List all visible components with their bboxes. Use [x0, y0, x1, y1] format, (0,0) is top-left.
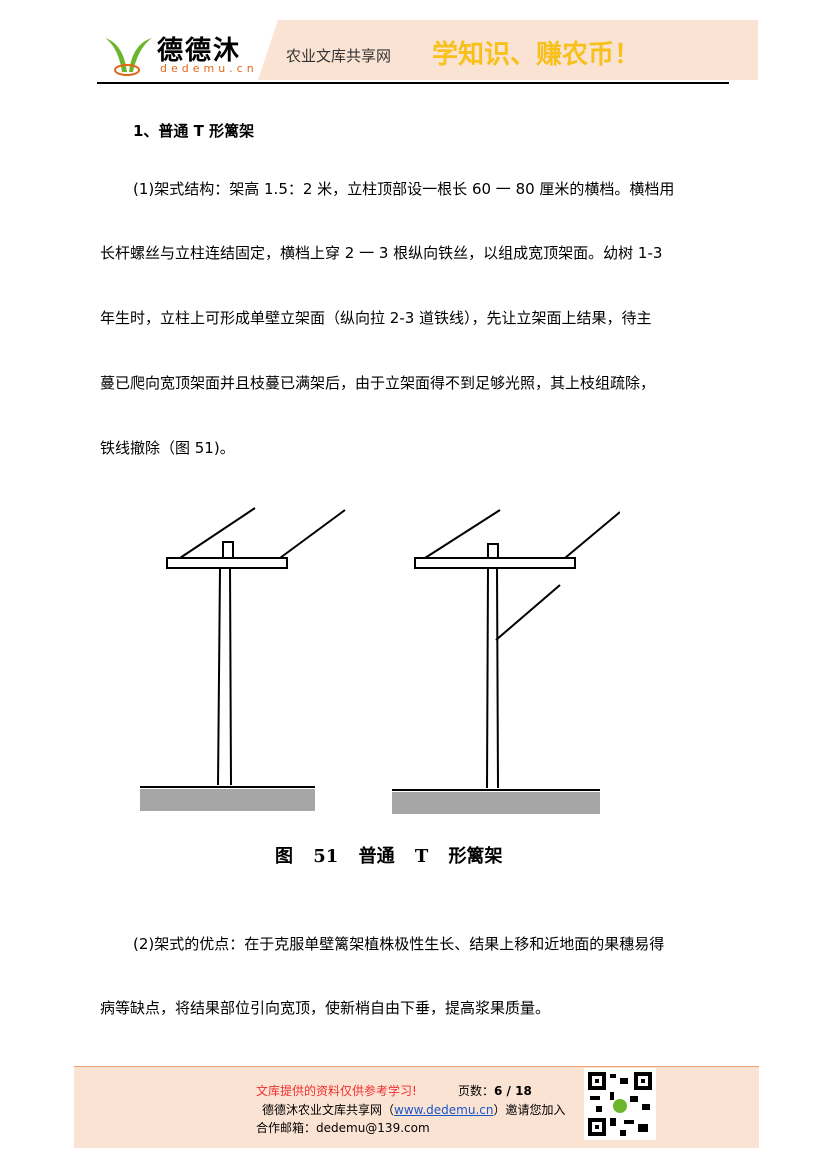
header-band: [258, 20, 758, 80]
logo-icon: [105, 38, 152, 76]
paragraph-line: (1)架式结构：架高 1.5：2 米，立柱顶部设一根长 60 一 80 厘米的横…: [133, 180, 675, 198]
site-link[interactable]: www.dedemu.cn: [394, 1103, 494, 1117]
figure-caption: 图 51 普通 T 形篱架: [275, 846, 503, 867]
slogan: 学知识、赚农币！: [432, 40, 641, 70]
site-name: 农业文库共享网: [286, 47, 392, 65]
header-divider: [97, 82, 729, 84]
footer-invite: 德德沐农业文库共享网（www.dedemu.cn）邀请您加入: [262, 1101, 566, 1118]
footer-email: 合作邮箱：dedemu@139.com: [256, 1121, 430, 1135]
logo-subtext: dedemu.cn: [160, 62, 258, 75]
footer-notice: 文库提供的资料仅供参考学习!: [256, 1084, 417, 1098]
page-indicator: 页数：6 / 18: [458, 1082, 532, 1099]
paragraph-line: 病等缺点，将结果部位引向宽顶，使新梢自由下垂，提高浆果质量。: [100, 999, 551, 1017]
paragraph-line: (2)架式的优点：在于克服单壁篱架植株极性生长、结果上移和近地面的果穗易得: [133, 935, 665, 953]
paragraph-line: 铁线撤除（图 51)。: [100, 439, 235, 457]
paragraph-line: 蔓已爬向宽顶架面并且枝蔓已满架后，由于立架面得不到足够光照，其上枝组疏除，: [100, 374, 656, 392]
invite-post: ）邀请您加入: [493, 1103, 566, 1117]
logo-text: 德德沐: [157, 36, 242, 66]
paragraph-line: 长杆螺丝与立柱连结固定，横档上穿 2 一 3 根纵向铁丝，以组成宽顶架面。幼树 …: [100, 244, 663, 262]
page-label: 页数：: [458, 1084, 495, 1098]
paragraph-line: 年生时，立柱上可形成单壁立架面（纵向拉 2-3 道铁线），先让立架面上结果，待主: [100, 309, 652, 327]
page-number: 6 / 18: [494, 1084, 532, 1098]
qr-code-icon: [584, 1068, 656, 1140]
trellis-figure: [140, 507, 620, 814]
invite-pre: 德德沐农业文库共享网（: [262, 1103, 395, 1117]
section-heading: 1、普通 T 形篱架: [133, 122, 255, 140]
